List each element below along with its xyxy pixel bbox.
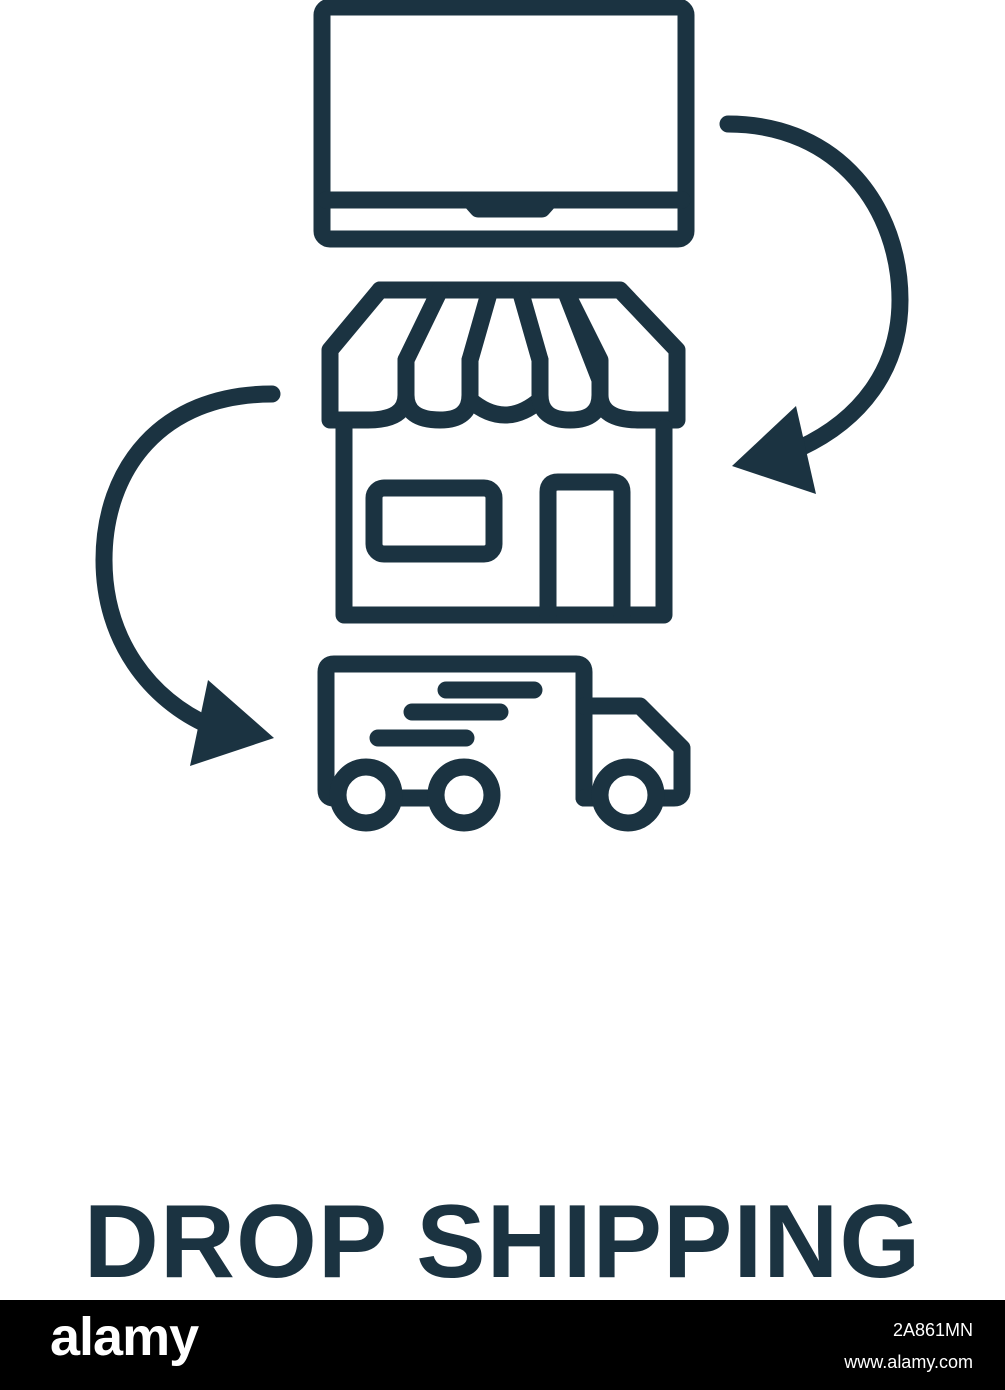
- curved-arrow-right-icon: [719, 115, 909, 457]
- stock-url: www.alamy.com: [844, 1352, 973, 1372]
- stock-watermark-bar: alamy 2A861MN www.alamy.com: [0, 1300, 1005, 1390]
- curved-arrow-left-icon: [95, 385, 281, 735]
- arrow-head-right: [732, 406, 816, 494]
- drop-shipping-illustration: [95, 0, 909, 832]
- arrow-head-left: [190, 680, 274, 766]
- stock-image-id: 2A861MN: [892, 1320, 973, 1340]
- store-icon: [321, 281, 686, 624]
- drop-shipping-icon: [95, 0, 909, 832]
- delivery-truck-icon: [317, 655, 691, 832]
- laptop-icon: [313, 0, 695, 248]
- icon-caption: DROP SHIPPING: [83, 1184, 922, 1300]
- stock-logo: alamy: [50, 1307, 199, 1367]
